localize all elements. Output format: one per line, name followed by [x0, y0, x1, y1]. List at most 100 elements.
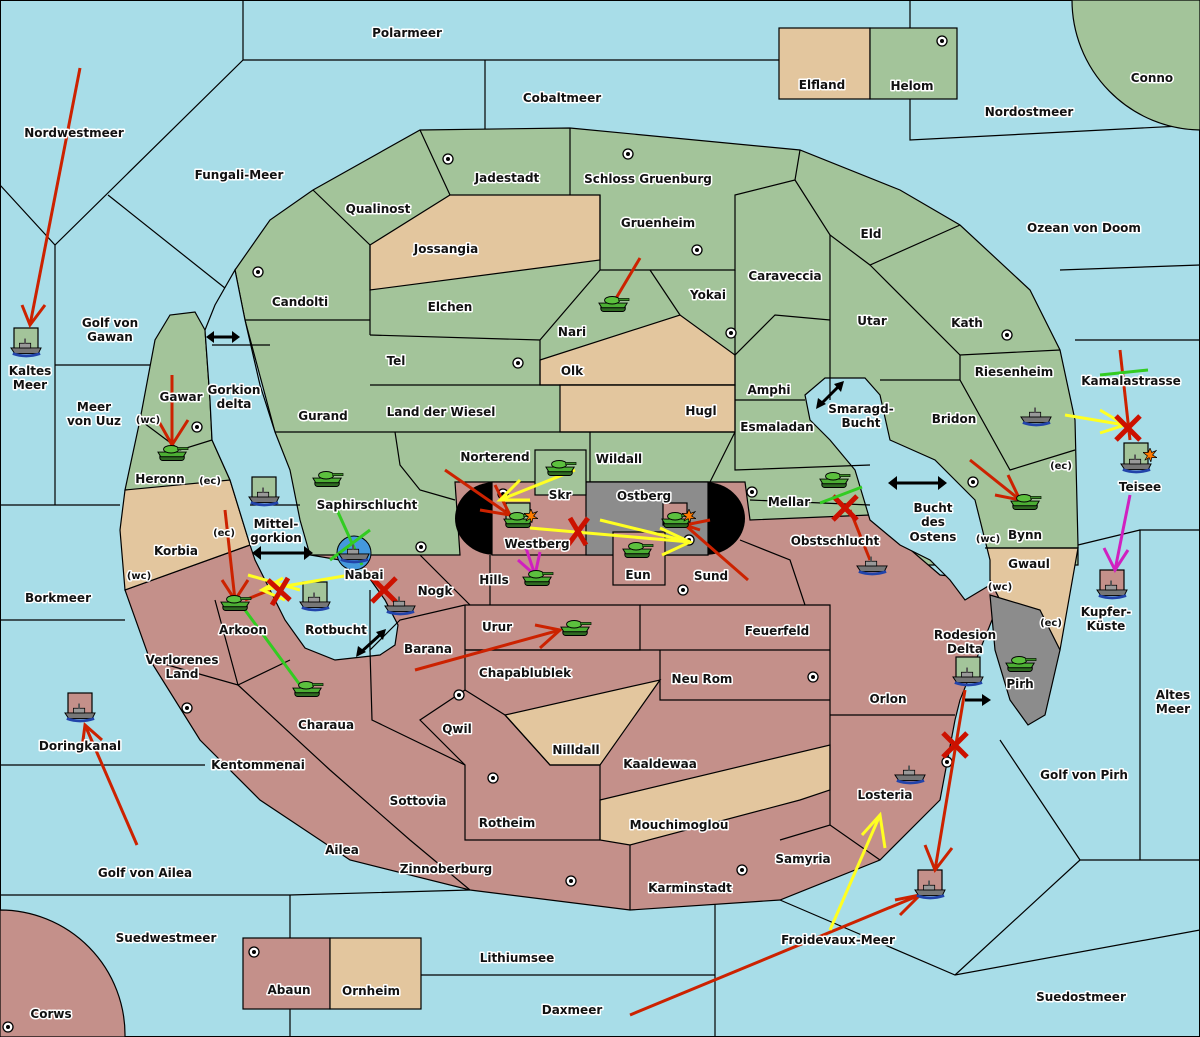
label-charaua: Charaua — [298, 718, 354, 732]
label-froidevaux: Froidevaux-Meer — [781, 933, 895, 947]
label-meer-uuz-2: von Uuz — [67, 414, 121, 428]
failed-order-marks — [266, 414, 1142, 759]
label-verlorenes-2: Land — [166, 667, 199, 681]
label-saphirschlucht: Saphirschlucht — [317, 498, 418, 512]
label-kupfer: Kupfer- — [1081, 605, 1131, 619]
label-smaragd-2: Bucht — [841, 416, 880, 430]
region-conno[interactable] — [1071, 0, 1200, 131]
label-gwaul: Gwaul — [1008, 557, 1050, 571]
label-bucht-ostens-3: Ostens — [910, 530, 957, 544]
label-golf-gawan: Golf von — [82, 316, 138, 330]
region-corws[interactable] — [0, 909, 126, 1037]
region-skr[interactable] — [534, 449, 587, 496]
label-rotbucht: Rotbucht — [305, 623, 367, 637]
region-eun[interactable] — [612, 531, 666, 586]
label-doringkanal: Doringkanal — [39, 739, 121, 753]
label-korbia: Korbia — [154, 544, 198, 558]
region-korbia[interactable] — [119, 479, 251, 591]
supply-center-icon — [725, 327, 737, 339]
label-kath: Kath — [951, 316, 983, 330]
label-nogk: Nogk — [418, 584, 454, 598]
label-bynn: Bynn — [1008, 528, 1042, 542]
label-rodesion-2: Delta — [947, 642, 983, 656]
label-nilldall: Nilldall — [552, 743, 599, 757]
label-golf-gawan-2: Gawan — [87, 330, 133, 344]
label-orlon: Orlon — [869, 692, 906, 706]
label-cobaltmeer: Cobaltmeer — [523, 91, 601, 105]
label-daxmeer: Daxmeer — [542, 1003, 603, 1017]
coast-korbia-wc: (wc) — [127, 571, 151, 582]
label-gurand: Gurand — [298, 409, 348, 423]
label-nabai: Nabai — [345, 568, 384, 582]
region-labels: Polarmeer Cobaltmeer Elfland Helom Conno… — [7, 25, 1191, 1023]
label-amphi: Amphi — [747, 383, 790, 397]
label-candolti: Candolti — [272, 295, 328, 309]
label-hugl: Hugl — [685, 404, 716, 418]
supply-center-icon — [736, 864, 748, 876]
label-land-wiesel: Land der Wiesel — [387, 405, 496, 419]
label-bucht-ostens-2: des — [921, 515, 945, 529]
label-westberg: Westberg — [504, 537, 569, 551]
label-heronn: Heronn — [135, 472, 184, 486]
supply-center-icon — [622, 148, 634, 160]
label-norterend: Norterend — [460, 450, 529, 464]
label-lithiumsee: Lithiumsee — [480, 951, 555, 965]
x-mark-icon — [831, 494, 859, 522]
label-skr: Skr — [549, 488, 572, 502]
label-qualinost: Qualinost — [346, 202, 411, 216]
label-karminstadt: Karminstadt — [648, 881, 732, 895]
label-gawar: Gawar — [159, 390, 202, 404]
double-arrow-icon — [816, 381, 844, 409]
label-teisee: Teisee — [1119, 480, 1161, 494]
label-nordwestmeer: Nordwestmeer — [24, 126, 124, 140]
label-arkoon: Arkoon — [219, 623, 267, 637]
label-suedwestmeer: Suedwestmeer — [116, 931, 217, 945]
label-mellar: Mellar — [768, 495, 810, 509]
label-feuerfeld: Feuerfeld — [745, 624, 810, 638]
label-verlorenes: Verlorenes — [146, 653, 219, 667]
supply-center-icon — [442, 153, 454, 165]
sea-smaragd-bucht-des-ostens[interactable] — [804, 377, 991, 601]
label-losteria: Losteria — [857, 788, 912, 802]
supply-center-icon — [248, 946, 260, 958]
label-wildall: Wildall — [596, 452, 642, 466]
label-mittelgorkion-2: gorkion — [250, 531, 302, 545]
coast-gawar-wc: (wc) — [136, 415, 160, 426]
region-elfland[interactable] — [778, 27, 871, 100]
label-chapablublek: Chapablublek — [479, 666, 572, 680]
x-mark-icon — [1114, 414, 1142, 442]
label-riesenheim: Riesenheim — [975, 365, 1054, 379]
supply-center-icon — [936, 35, 948, 47]
label-bucht-ostens: Bucht — [913, 501, 952, 515]
double-arrow-icon — [356, 629, 386, 657]
label-kupfer-2: Küste — [1087, 619, 1126, 633]
label-barana: Barana — [404, 642, 452, 656]
x-mark-icon — [266, 576, 292, 607]
supply-center-icon — [512, 357, 524, 369]
label-caraveccia: Caraveccia — [748, 269, 821, 283]
label-rodesion: Rodesion — [934, 628, 996, 642]
label-golf-pirh: Golf von Pirh — [1040, 768, 1128, 782]
label-kaaldewaa: Kaaldewaa — [623, 757, 697, 771]
supply-center-icon — [807, 671, 819, 683]
supply-center-icon — [1001, 329, 1013, 341]
label-suedostmeer: Suedostmeer — [1036, 990, 1126, 1004]
region-ornheim[interactable] — [329, 937, 422, 1010]
supply-center-icon — [677, 584, 689, 596]
label-obstschlucht: Obstschlucht — [791, 534, 880, 548]
coast-teisee-ec: (ec) — [1050, 461, 1072, 472]
x-mark-icon — [329, 528, 371, 562]
label-samyria: Samyria — [775, 852, 830, 866]
label-elchen: Elchen — [428, 300, 473, 314]
x-mark-icon — [370, 576, 398, 604]
supply-center-icon — [191, 421, 203, 433]
label-gorkion-delta: Gorkion — [208, 383, 261, 397]
label-mittelgorkion: Mittel- — [254, 517, 299, 531]
coast-labels: (wc) (ec) (ec) (wc) (ec) (wc) (wc) (ec) — [125, 414, 1073, 631]
label-esmaladan: Esmaladan — [740, 420, 813, 434]
label-smaragd: Smaragd- — [828, 402, 893, 416]
label-eun: Eun — [625, 568, 650, 582]
label-qwil: Qwil — [442, 722, 472, 736]
label-ostberg: Ostberg — [617, 489, 671, 503]
